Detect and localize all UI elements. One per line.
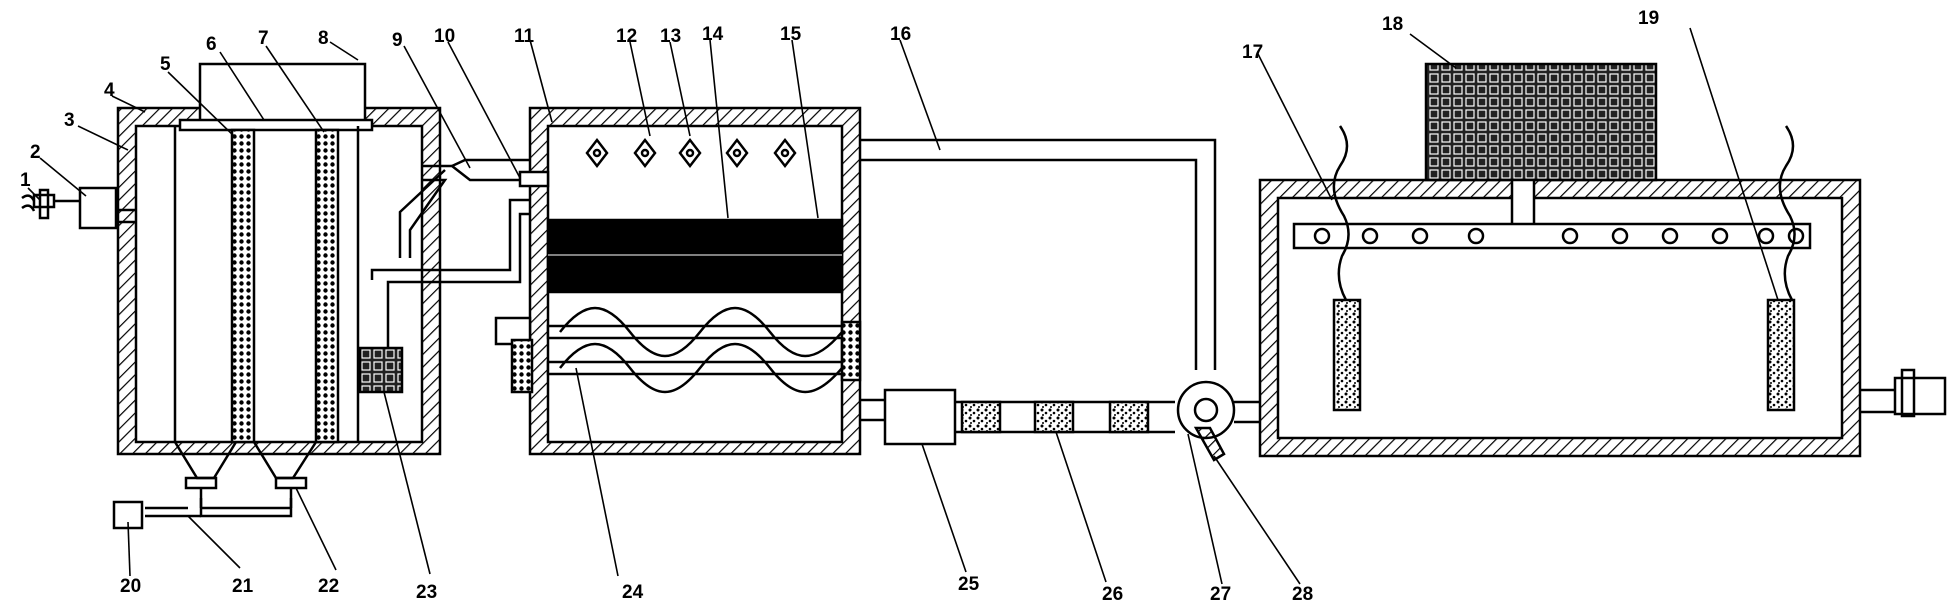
callout-label-17: 17 xyxy=(1242,42,1263,63)
filter-layer-14 xyxy=(546,218,844,294)
callout-label-2: 2 xyxy=(30,142,41,163)
spray-bar xyxy=(1292,222,1812,250)
drain-pipe-21 xyxy=(199,498,293,518)
outlet-valve xyxy=(1893,376,1947,416)
lid-plate-6 xyxy=(178,118,374,132)
callout-label-5: 5 xyxy=(160,54,171,75)
callout-label-18: 18 xyxy=(1382,14,1403,35)
pipe-23 xyxy=(370,198,530,360)
inlet-valve xyxy=(21,188,56,220)
callout-label-20: 20 xyxy=(120,576,141,597)
nozzles-12 xyxy=(585,137,797,169)
support-28 xyxy=(1193,426,1226,462)
callout-label-10: 10 xyxy=(434,26,455,47)
callout-label-23: 23 xyxy=(416,582,437,603)
filter-screen-7 xyxy=(314,128,340,444)
callout-label-3: 3 xyxy=(64,110,75,131)
callout-label-22: 22 xyxy=(318,576,339,597)
screw-conveyor-24 xyxy=(546,306,844,394)
filter-screen-5 xyxy=(230,128,256,444)
callout-label-7: 7 xyxy=(258,28,269,49)
callout-label-8: 8 xyxy=(318,28,329,49)
callout-label-12: 12 xyxy=(616,26,637,47)
callout-label-27: 27 xyxy=(1210,584,1231,605)
pump-2 xyxy=(78,186,118,230)
block-19-left xyxy=(1332,298,1362,412)
callout-label-13: 13 xyxy=(660,26,681,47)
top-box-8 xyxy=(198,62,367,128)
callout-label-16: 16 xyxy=(890,24,911,45)
callout-label-11: 11 xyxy=(514,26,535,47)
callout-label-1: 1 xyxy=(20,170,31,191)
callout-label-26: 26 xyxy=(1102,584,1123,605)
callout-label-19: 19 xyxy=(1638,8,1659,29)
block-19-right xyxy=(1766,298,1796,412)
callout-label-28: 28 xyxy=(1292,584,1313,605)
valve-10 xyxy=(518,170,550,188)
filter-basket-23 xyxy=(358,346,404,394)
callout-label-24: 24 xyxy=(622,582,644,603)
gear xyxy=(510,338,534,394)
callout-label-21: 21 xyxy=(232,576,254,597)
pump-25 xyxy=(883,388,957,446)
callout-label-15: 15 xyxy=(780,24,802,45)
pump-27 xyxy=(1176,380,1236,440)
filters-26 xyxy=(955,400,1175,434)
callout-label-6: 6 xyxy=(206,34,217,55)
callout-label-14: 14 xyxy=(702,24,724,45)
solar-panel-18 xyxy=(1424,62,1658,182)
callout-label-9: 9 xyxy=(392,30,403,51)
pipe-16 xyxy=(860,138,1217,370)
callout-label-25: 25 xyxy=(958,574,980,595)
callout-label-4: 4 xyxy=(104,80,115,101)
